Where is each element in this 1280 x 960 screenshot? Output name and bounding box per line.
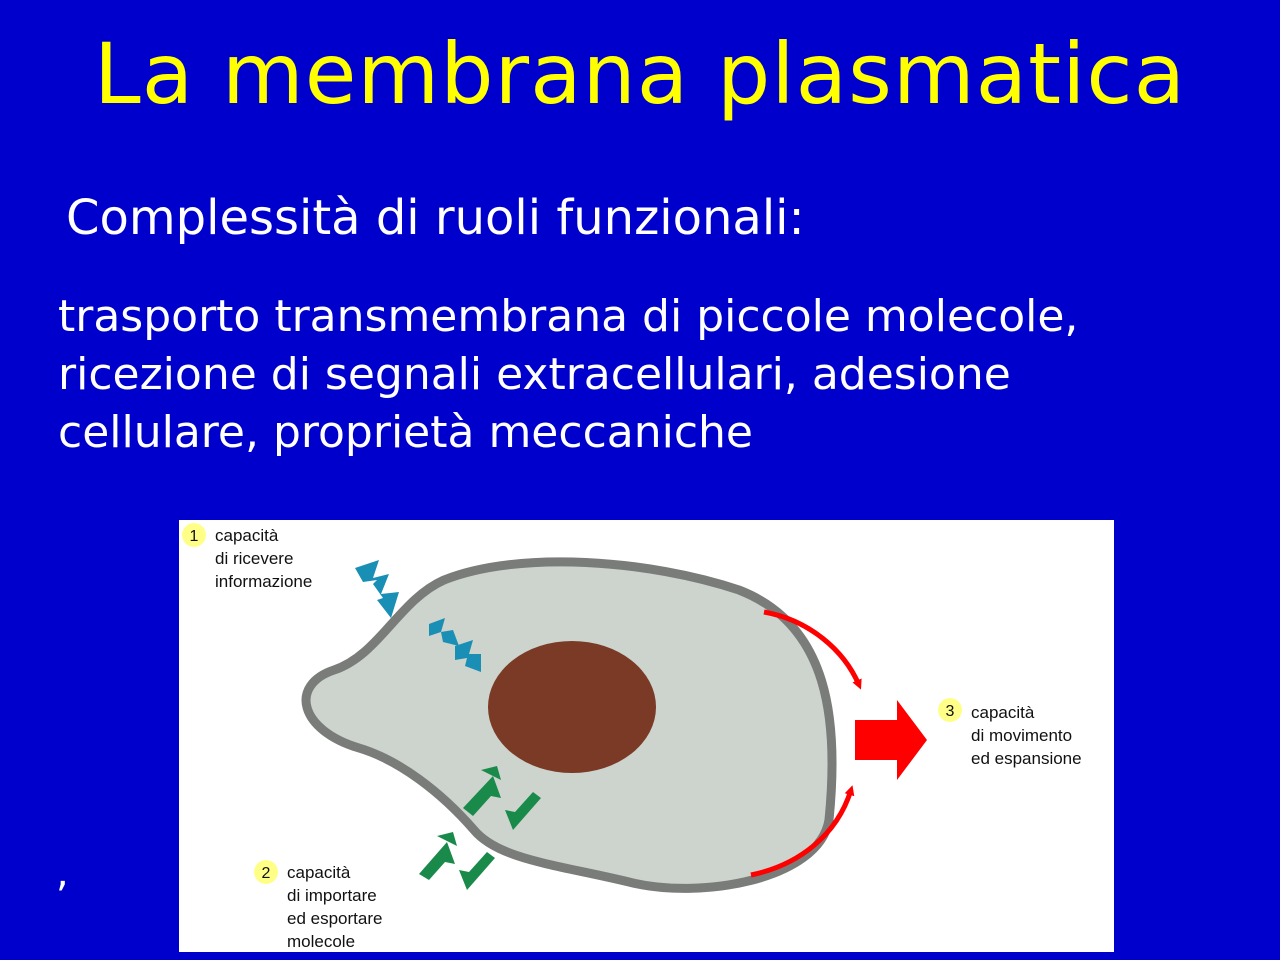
label-receive-info: 1 capacità di ricevere informazione	[182, 523, 312, 591]
label-movement: 3 capacità di movimento ed espansione	[938, 698, 1082, 768]
label-1-line-2: di ricevere	[215, 549, 293, 568]
label-3-line-3: ed espansione	[971, 749, 1082, 768]
transport-arrows	[419, 766, 541, 890]
label-import-export: 2 capacità di importare ed esportare mol…	[254, 860, 382, 951]
cell-nucleus	[488, 641, 656, 773]
body-line-2: ricezione di segnali extracellulari, ade…	[58, 349, 1011, 400]
label-2-line-2: di importare	[287, 886, 377, 905]
slide-title: La membrana plasmatica	[93, 25, 1187, 123]
label-1-line-1: capacità	[215, 526, 279, 545]
label-1-line-3: informazione	[215, 572, 312, 591]
label-2-number: 2	[262, 865, 271, 882]
label-2-line-3: ed esportare	[287, 909, 382, 928]
cell-diagram-svg: 1 capacità di ricevere informazione 2 ca…	[182, 523, 1082, 951]
movement-arrows	[750, 609, 927, 878]
body-line-1: trasporto transmembrana di piccole molec…	[58, 291, 1079, 342]
slide-body: trasporto transmembrana di piccole molec…	[58, 288, 1238, 462]
label-2-line-4: molecole	[287, 932, 355, 951]
cell-diagram: 1 capacità di ricevere informazione 2 ca…	[179, 520, 1114, 952]
label-2-line-1: capacità	[287, 863, 351, 882]
signal-arrows	[355, 560, 481, 672]
body-line-3: cellulare, proprietà meccaniche	[58, 407, 753, 458]
label-1-number: 1	[190, 528, 199, 545]
slide-subtitle: Complessità di ruoli funzionali:	[66, 190, 805, 246]
label-3-line-1: capacità	[971, 703, 1035, 722]
label-3-number: 3	[946, 703, 955, 720]
stray-comma: ,	[56, 850, 69, 896]
label-3-line-2: di movimento	[971, 726, 1072, 745]
expansion-arrow	[855, 700, 927, 780]
